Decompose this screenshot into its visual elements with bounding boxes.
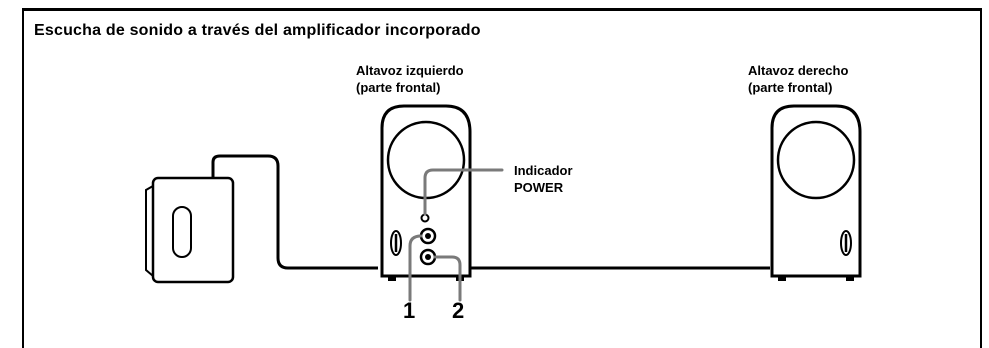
ac-adapter [145,176,235,284]
callout-1-leader [408,234,423,302]
power-indicator-leader [423,168,504,216]
speaker-diagram [145,104,862,302]
left-speaker-label-line1: Altavoz izquierdo [356,63,464,78]
right-woofer [776,120,856,200]
figure-title: Escucha de sonido a través del amplifica… [34,22,481,39]
right-speaker [770,104,862,281]
power-indicator-led [420,213,430,223]
callout-2: 2 [452,298,465,323]
power-indicator-label-line1: Indicador [514,163,573,178]
right-speaker-label: Altavoz derecho (parte frontal) [748,62,848,96]
callout-2-leader [433,255,462,302]
ac-adapter-cable [211,154,378,270]
callout-1: 1 [403,298,416,323]
left-speaker-label-line2: (parte frontal) [356,80,441,95]
power-indicator-label-line2: POWER [514,180,564,195]
figure-frame [22,8,982,348]
cables [211,154,770,270]
right-speaker-label-line2: (parte frontal) [748,80,833,95]
left-speaker-label: Altavoz izquierdo (parte frontal) [356,62,464,96]
right-speaker-label-line1: Altavoz derecho [748,63,849,78]
power-indicator-label: Indicador POWER [514,162,573,196]
